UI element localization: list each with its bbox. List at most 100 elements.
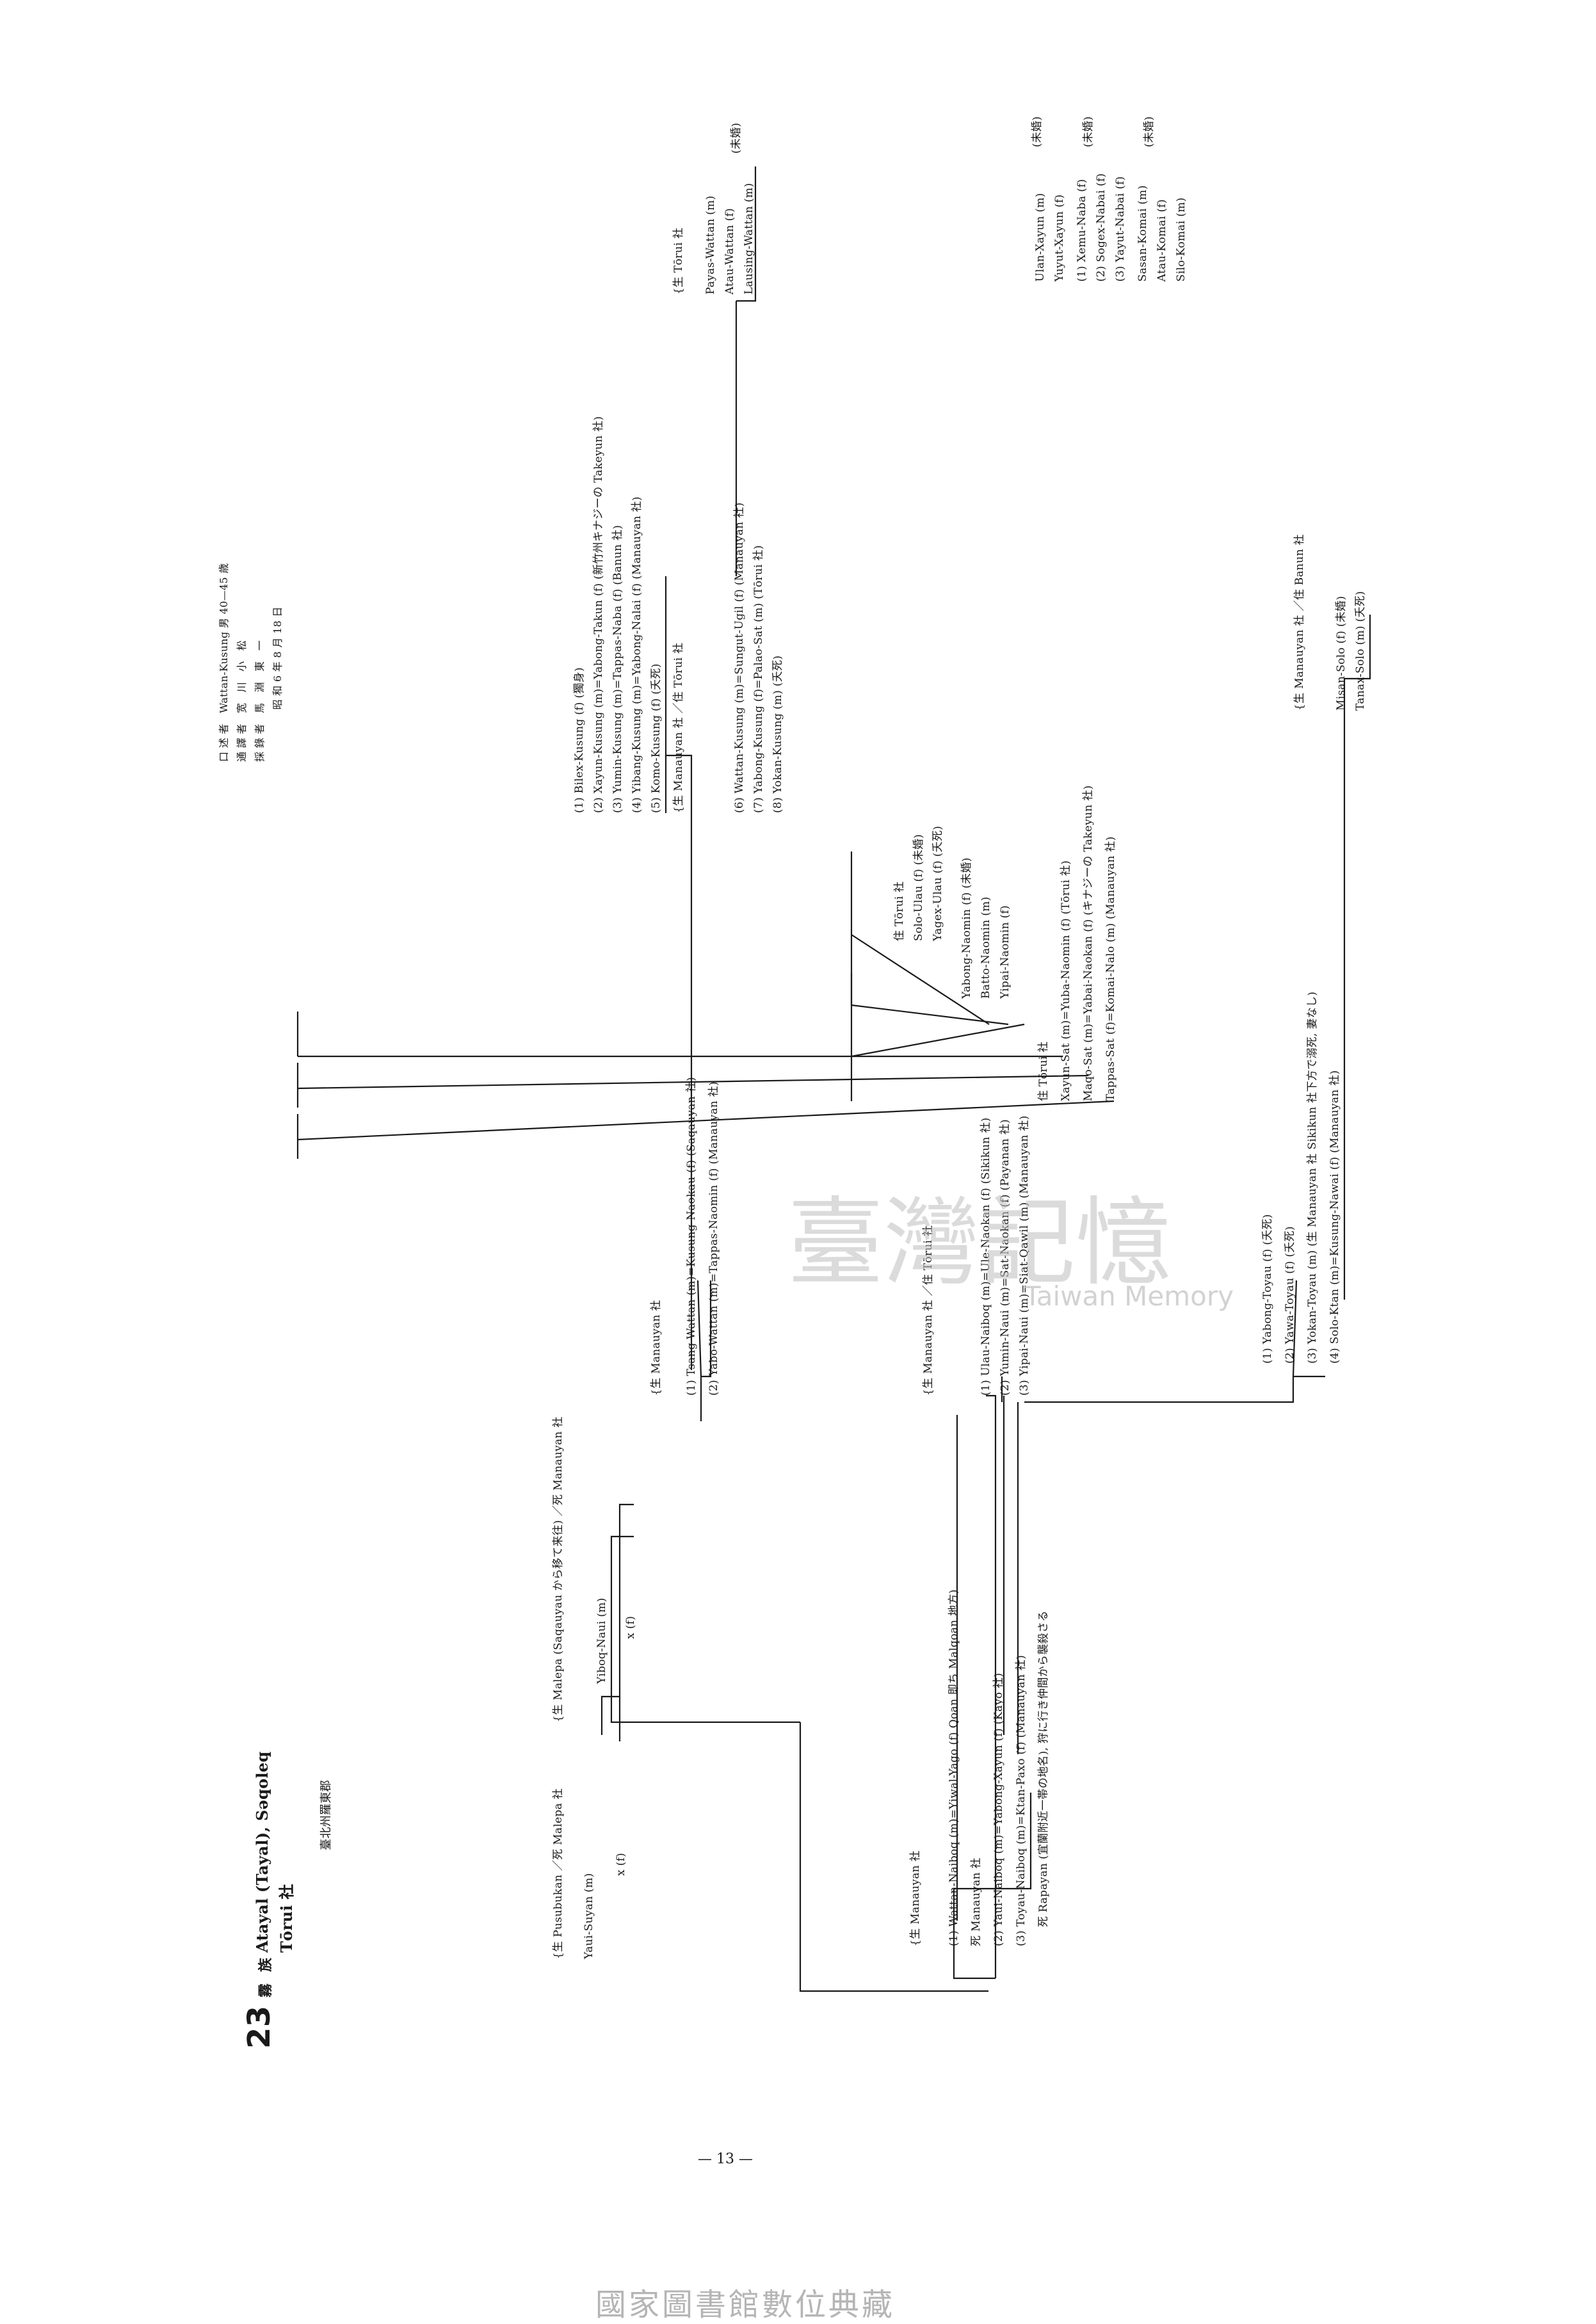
node-text: (2) Xayun-Kusung (m)=Yabong-Takun (f) (新… bbox=[592, 416, 605, 813]
node-yaui-suyan: Yaui-Suyan (m) bbox=[583, 1873, 595, 1959]
page-number: — 13 — bbox=[698, 2151, 753, 2167]
node-g7-3: Yipai-Naomin (f) bbox=[999, 905, 1012, 999]
node-text: {生 Manauyan 社 bbox=[650, 1300, 663, 1396]
node-g8-1: Xayun-Sat (m)=Yuba-Naomin (f) (Tōrui 社) bbox=[1060, 860, 1072, 1101]
node-text: (未婚) bbox=[1143, 116, 1156, 147]
node-g4-4: (4) Solo-Ktan (m)=Kusung-Nawai (f) (Mana… bbox=[1328, 1070, 1341, 1364]
node-g5-4: (4) Yibang-Kusung (m)=Yabong-Nalai (f) (… bbox=[631, 496, 643, 813]
edge-g6 bbox=[851, 934, 990, 1025]
node-text: (未婚) bbox=[730, 122, 743, 154]
node-text: (1) Bilex-Kusung (f) (獨身) bbox=[573, 667, 586, 813]
figure-number: 23 bbox=[241, 2006, 277, 2049]
footer-caption-text: 國家圖書館數位典藏 bbox=[595, 2287, 896, 2323]
node-g8-2: Maqo-Sat (m)=Yabai-Naokan (f) (キナジーの Tak… bbox=[1082, 786, 1095, 1101]
node-g4-3: (3) Yokan-Toyau (m) (生 Manauyan 社 Sikiku… bbox=[1306, 992, 1319, 1364]
node-g6-2: Yagex-Ulau (f) (夭死) bbox=[931, 826, 944, 941]
node-text: Tanax-Solo (m) (夭死) bbox=[1354, 591, 1367, 711]
node-text: (3) Yokan-Toyau (m) (生 Manauyan 社 Sikiku… bbox=[1306, 991, 1319, 1364]
node-text: (1) Xemu-Naba (f) bbox=[1076, 179, 1088, 282]
node-text: Yagex-Ulau (f) (夭死) bbox=[931, 825, 944, 941]
node-text: Misan-Solo (f) (未婚) bbox=[1335, 595, 1348, 711]
node-text: (8) Yokan-Kusung (m) (夭死) bbox=[771, 655, 784, 813]
node-g8-head: 住 Tōrui 社 bbox=[1037, 1041, 1050, 1101]
node-text: Ulan-Xayun (m) bbox=[1034, 193, 1047, 282]
node-g12-3: (3) Yayut-Nabai (f) bbox=[1114, 176, 1127, 282]
page-number-text: — 13 — bbox=[698, 2151, 753, 2167]
node-text: {生 Manauyan 社 bbox=[909, 1850, 922, 1946]
node-g9-head: {生 Manauyan 社 ／住 Banun 社 bbox=[1293, 534, 1306, 711]
edge-g2-b bbox=[697, 1280, 702, 1377]
informant-1: 口 述 者 Wattan-Kusung 男 40—45 歳 bbox=[218, 563, 230, 762]
node-g5-6: (6) Wattan-Kusung (m)=Sungut-Ugil (f) (M… bbox=[733, 503, 746, 813]
node-text: {生 Pusubukan ／死 Malepa 社 bbox=[552, 1788, 565, 1959]
node-g5-1: (1) Bilex-Kusung (f) (獨身) bbox=[573, 667, 586, 813]
node-g5-3: (3) Yumin-Kusung (m)=Tappas-Naba (f) (Ba… bbox=[611, 525, 624, 813]
node-g2-head: {生 Manauyan 社 bbox=[650, 1300, 663, 1396]
node-text: {生 Malepa (Saqauyau から移て来往) ／死 Manauyan … bbox=[552, 1416, 565, 1722]
node-g2-1: (1) Tsang-Wattan (m)=Kusung-Naokau (f) (… bbox=[685, 1077, 698, 1396]
informant-4: 昭 和 6 年 8 月 18 日 bbox=[271, 606, 284, 762]
node-g1-1: (1) Wattan-Naiboq (m)=Yiwal-Yago (f) Qoa… bbox=[947, 1589, 960, 1946]
node-text: (2) Yabo-Wattan (m)=Tappas-Naomin (f) (M… bbox=[707, 1081, 720, 1396]
node-text: x (f) bbox=[624, 1615, 637, 1639]
edge-g8 bbox=[851, 1023, 1025, 1058]
node-text: {生 Manauyan 社 ／住 Tōrui 社 bbox=[672, 642, 685, 813]
node-g1-3: (3) Toyau-Naiboq (m)=Ktan-Paxo (f) (Mana… bbox=[1015, 1655, 1028, 1946]
node-g7-1: Yabong-Naomin (f) (未婚) bbox=[960, 857, 973, 999]
node-g11-note: (未婚) bbox=[1031, 117, 1044, 147]
tribe-name-text: Atayal (Tayal), Sәqoleq bbox=[253, 1751, 271, 1953]
tribe-label: 族 bbox=[257, 1958, 274, 1972]
edge-g13 bbox=[297, 1100, 1115, 1141]
node-g9-2: Tanax-Solo (m) (夭死) bbox=[1354, 591, 1367, 711]
node-g11-1: Ulan-Xayun (m) bbox=[1034, 193, 1047, 282]
edge-g10-list bbox=[736, 166, 757, 302]
edge-g5-bracket bbox=[666, 754, 693, 1370]
node-text: Maqo-Sat (m)=Yabai-Naokan (f) (キナジーの Tak… bbox=[1082, 785, 1095, 1101]
node-g13-2: Atau-Komai (f) bbox=[1156, 199, 1168, 282]
informant-line: 通 譯 者 宽 川 小 松 bbox=[236, 640, 248, 762]
edge-malepa-down bbox=[799, 1722, 988, 1992]
node-g9-1: Misan-Solo (f) (未婚) bbox=[1335, 596, 1348, 711]
node-text: Yaui-Suyan (m) bbox=[583, 1873, 595, 1959]
node-text: Yipai-Naomin (f) bbox=[999, 905, 1012, 999]
node-g13-1: Sasan-Komai (m) bbox=[1136, 185, 1149, 282]
node-g10-2: Atau-Wattan (f) bbox=[723, 208, 736, 295]
village-name: Tōrui 社 bbox=[277, 1884, 296, 1953]
node-g5-7: (7) Yabong-Kusung (f)=Palao-Sat (m) (Tōr… bbox=[752, 545, 765, 813]
node-text: Sasan-Komai (m) bbox=[1136, 185, 1149, 282]
node-text: Solo-Ulau (f) (未婚) bbox=[912, 834, 925, 941]
node-g5-head: {生 Manauyan 社 ／住 Tōrui 社 bbox=[672, 643, 685, 813]
watermark-chinese: 臺灣記憶 bbox=[787, 1165, 1172, 1304]
node-g12-1: (1) Xemu-Naba (f) bbox=[1076, 179, 1088, 282]
node-text: Xayun-Sat (m)=Yuba-Naomin (f) (Tōrui 社) bbox=[1060, 860, 1072, 1101]
node-text: (4) Solo-Ktan (m)=Kusung-Nawai (f) (Mana… bbox=[1328, 1070, 1341, 1364]
node-text: (6) Wattan-Kusung (m)=Sungut-Ugil (f) (M… bbox=[733, 502, 746, 813]
location-text: 臺北州羅東郡 bbox=[319, 1780, 333, 1850]
node-g10-1: Payas-Wattan (m) bbox=[704, 195, 717, 295]
node-g13-note: (未婚) bbox=[1143, 117, 1156, 147]
tribe-prefix-text: 霧 bbox=[257, 1983, 274, 1997]
informant-line: 採 錄 者 馬 淵 東 一 bbox=[254, 640, 266, 762]
watermark-chinese-text: 臺灣記憶 bbox=[787, 1188, 1172, 1299]
tribe-name: Atayal (Tayal), Sәqoleq bbox=[253, 1751, 271, 1953]
watermark-english: Taiwan Memory bbox=[1024, 1280, 1234, 1312]
node-text: (2) Yaui-Naiboq (m)=Yabong-Xayun (f) (Ka… bbox=[992, 1672, 1005, 1946]
node-text: {生 Tōrui 社 bbox=[672, 227, 685, 295]
node-g12-note: (未婚) bbox=[1082, 117, 1095, 147]
node-pusubukan: {生 Pusubukan ／死 Malepa 社 bbox=[552, 1788, 565, 1959]
node-text: {生 Manauyan 社 ／住 Banun 社 bbox=[1293, 534, 1306, 711]
node-g12-2: (2) Sogex-Nabai (f) bbox=[1095, 173, 1108, 282]
node-g5-8: (8) Yokan-Kusung (m) (夭死) bbox=[771, 656, 784, 813]
node-text: (未婚) bbox=[1031, 116, 1044, 147]
node-text: (1) Tsang-Wattan (m)=Kusung-Naokau (f) (… bbox=[685, 1077, 698, 1396]
node-text: Yiboq-Naui (m) bbox=[595, 1597, 608, 1684]
tribe-prefix: 霧 bbox=[257, 1983, 274, 1997]
node-text: Tappas-Sat (f)=Komai-Nalo (m) (Manauyan … bbox=[1104, 836, 1117, 1101]
node-text: (2) Yawa-Toyau (f) (夭死) bbox=[1284, 1226, 1296, 1364]
node-x2: x (f) bbox=[624, 1616, 637, 1639]
edge-trunk bbox=[986, 1394, 997, 1978]
node-text: (1) Wattan-Naiboq (m)=Yiwal-Yago (f) Qoa… bbox=[947, 1589, 960, 1946]
informant-line: 口 述 者 Wattan-Kusung 男 40—45 歳 bbox=[218, 563, 230, 762]
node-text: Yuyut-Xayun (f) bbox=[1053, 194, 1066, 282]
